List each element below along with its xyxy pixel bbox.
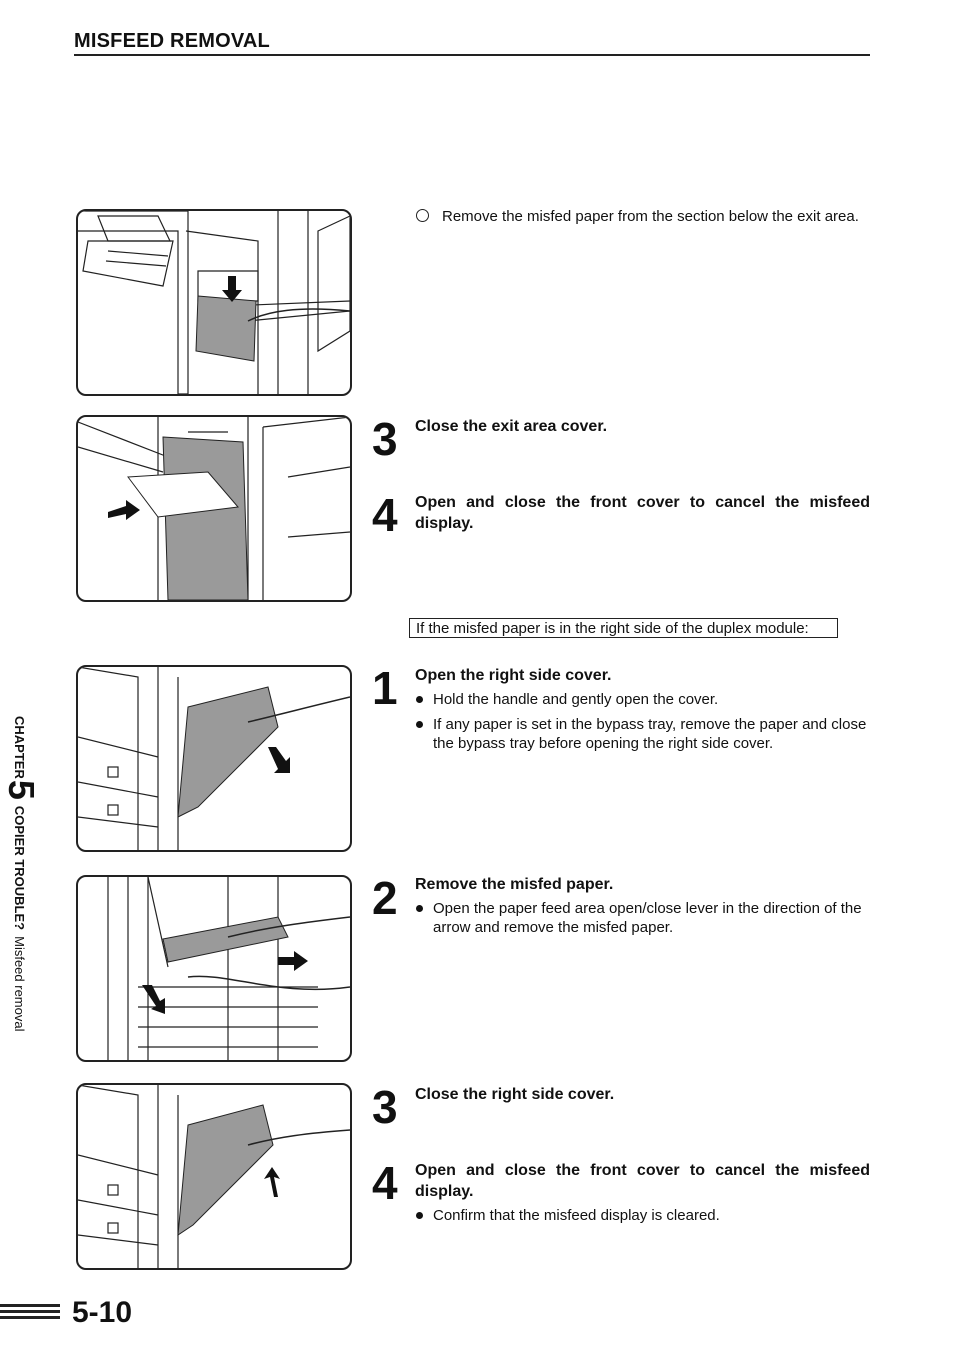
chapter-label: CHAPTER xyxy=(12,716,27,779)
page-header-title: MISFEED REMOVAL xyxy=(74,30,270,52)
header-rule xyxy=(74,54,870,56)
step-bullet: If any paper is set in the bypass tray, … xyxy=(415,715,870,753)
step-title: Close the right side cover. xyxy=(415,1086,615,1103)
chapter-section: Misfeed removal xyxy=(12,936,27,1032)
figure-exit-area-paper xyxy=(76,209,352,396)
step-number: 2 xyxy=(372,872,398,924)
close-right-cover-illustration xyxy=(78,1085,350,1268)
step-bullet: Hold the handle and gently open the cove… xyxy=(415,690,870,709)
step-number: 4 xyxy=(372,1157,398,1209)
exit-area-illustration xyxy=(78,211,350,394)
page-number: 5-10 xyxy=(72,1296,133,1329)
remove-misfed-paper-illustration xyxy=(107,877,350,1060)
step-number: 3 xyxy=(372,1081,398,1133)
step-title: Open and close the front cover to cancel… xyxy=(415,494,870,532)
open-right-cover-illustration xyxy=(78,667,350,850)
step-title: Open and close the front cover to cancel… xyxy=(415,1162,870,1200)
step-title: Close the exit area cover. xyxy=(415,418,608,435)
figure-close-exit-cover xyxy=(76,415,352,602)
bullet-dot-icon xyxy=(416,696,423,703)
step-bullet: Open the paper feed area open/close leve… xyxy=(415,899,870,937)
step-title: Remove the misfed paper. xyxy=(415,876,614,893)
step-number: 3 xyxy=(372,413,398,465)
bullet-dot-icon xyxy=(416,721,423,728)
bullet-dot-icon xyxy=(416,905,423,912)
bullet-dot-icon xyxy=(416,1212,423,1219)
circle-bullet-icon xyxy=(416,209,429,222)
step-number: 4 xyxy=(372,489,398,541)
condition-box: If the misfed paper is in the right side… xyxy=(409,618,838,638)
step-title: Open the right side cover. xyxy=(415,667,612,684)
figure-close-right-cover xyxy=(76,1083,352,1270)
step-bullet: Confirm that the misfeed display is clea… xyxy=(415,1206,870,1225)
close-exit-cover-illustration xyxy=(78,417,350,600)
step-number: 1 xyxy=(372,662,398,714)
figure-remove-misfed-paper xyxy=(76,875,352,1062)
figure-open-right-cover xyxy=(76,665,352,852)
chapter-title: COPIER TROUBLE? xyxy=(12,805,27,931)
chapter-sidebar: CHAPTER5COPIER TROUBLE? Misfeed removal xyxy=(1,716,50,1096)
footer-rule-lines xyxy=(0,1304,60,1322)
misfeed-note: Remove the misfed paper from the section… xyxy=(416,207,876,226)
chapter-number: 5 xyxy=(1,779,42,800)
